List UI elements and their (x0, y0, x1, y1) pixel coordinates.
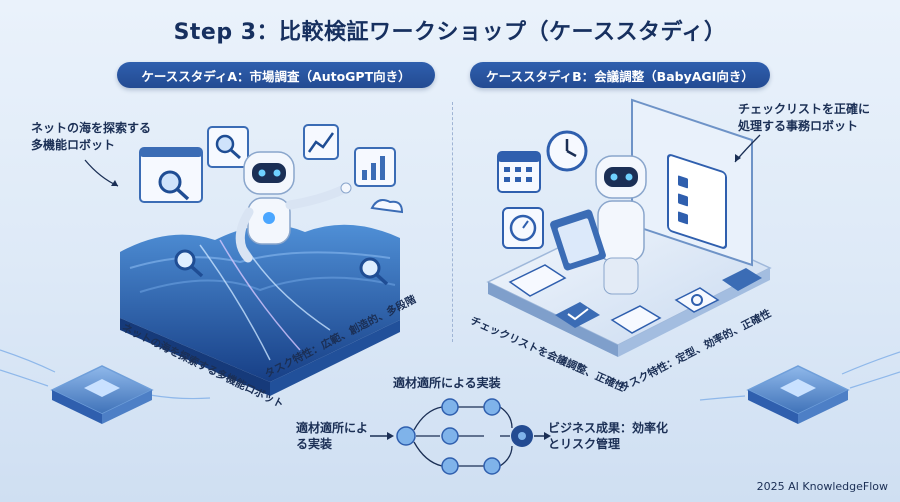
chip-left-icon (0, 349, 211, 424)
magnifier-icon (174, 249, 389, 286)
flow-right-label: ビジネス成果：効率化とリスク管理 (548, 421, 669, 451)
clipboard-screen-icon (631, 98, 753, 267)
robot-a-icon (235, 151, 352, 263)
platform-tiles (508, 264, 762, 334)
case-b-header: ケーススタディB：会議調整（BabyAGI向き） (470, 62, 770, 88)
chart-window-icon (303, 124, 404, 214)
case-a-header: ケーススタディA：市場調査（AutoGPT向き） (117, 62, 435, 88)
flow-left-label: 適材適所による実装 (296, 421, 369, 451)
page-title: Step 3：比較検証ワークショップ（ケーススタディ） (173, 20, 727, 45)
robot-b-icon (550, 155, 647, 295)
footer-credit: 2025 AI KnowledgeFlow (756, 480, 888, 493)
clock-icon (546, 130, 588, 172)
browser-window-icon (139, 126, 249, 203)
flow-diagram (370, 398, 551, 475)
case-b-callout: チェックリストを正確に処理する事務ロボット (738, 102, 871, 133)
chip-right-icon (699, 351, 900, 424)
calendar-icon (497, 151, 541, 193)
timer-icon (502, 207, 544, 249)
callout-arrow-a (84, 159, 119, 187)
ocean-block (120, 224, 400, 396)
section-divider (452, 102, 453, 342)
case-a-callout: ネットの海を探索する多機能ロボット (31, 121, 152, 152)
flow-top-label: 適材適所による実装 (393, 376, 501, 390)
